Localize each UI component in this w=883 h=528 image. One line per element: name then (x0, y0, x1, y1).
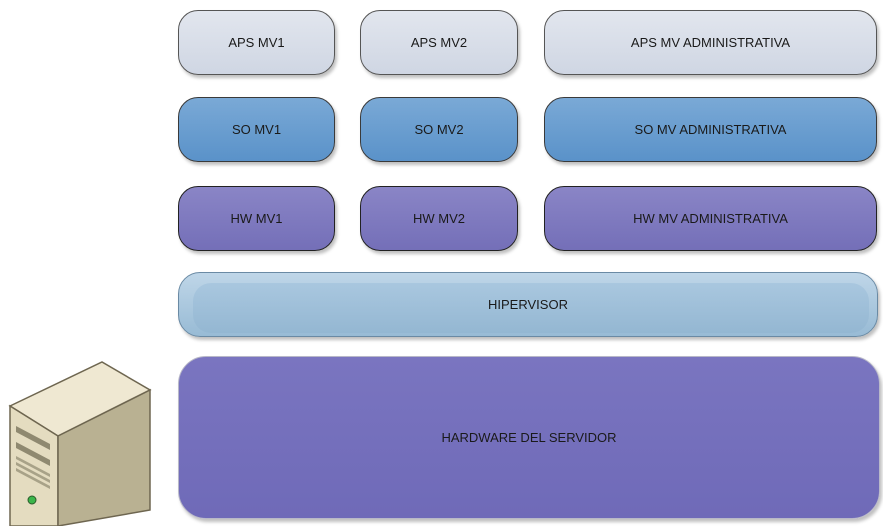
so-mv1-label: SO MV1 (231, 122, 282, 137)
hw-mv2-box: HW MV2 (360, 186, 518, 251)
so-mv-admin-label: SO MV ADMINISTRATIVA (634, 122, 787, 137)
hardware-layer: HARDWARE DEL SERVIDOR (178, 356, 880, 519)
aps-mv-admin-box: APS MV ADMINISTRATIVA (544, 10, 877, 75)
aps-mv1-label: APS MV1 (228, 35, 285, 50)
server-tower-icon (8, 361, 152, 526)
hw-mv2-label: HW MV2 (413, 211, 465, 226)
aps-mv2-box: APS MV2 (360, 10, 518, 75)
hw-mv-admin-box: HW MV ADMINISTRATIVA (544, 186, 877, 251)
hw-mv-admin-label: HW MV ADMINISTRATIVA (633, 211, 788, 226)
hardware-label: HARDWARE DEL SERVIDOR (441, 430, 617, 445)
so-mv2-label: SO MV2 (414, 122, 464, 137)
so-mv1-box: SO MV1 (178, 97, 335, 162)
aps-mv2-label: APS MV2 (410, 35, 468, 50)
aps-mv-admin-label: APS MV ADMINISTRATIVA (630, 35, 791, 50)
hw-mv1-box: HW MV1 (178, 186, 335, 251)
so-mv-admin-box: SO MV ADMINISTRATIVA (544, 97, 877, 162)
hypervisor-layer: HIPERVISOR (178, 272, 878, 337)
hypervisor-inner-panel (193, 283, 869, 333)
aps-mv1-box: APS MV1 (178, 10, 335, 75)
hypervisor-label: HIPERVISOR (488, 297, 568, 312)
so-mv2-box: SO MV2 (360, 97, 518, 162)
hw-mv1-label: HW MV1 (230, 211, 283, 226)
